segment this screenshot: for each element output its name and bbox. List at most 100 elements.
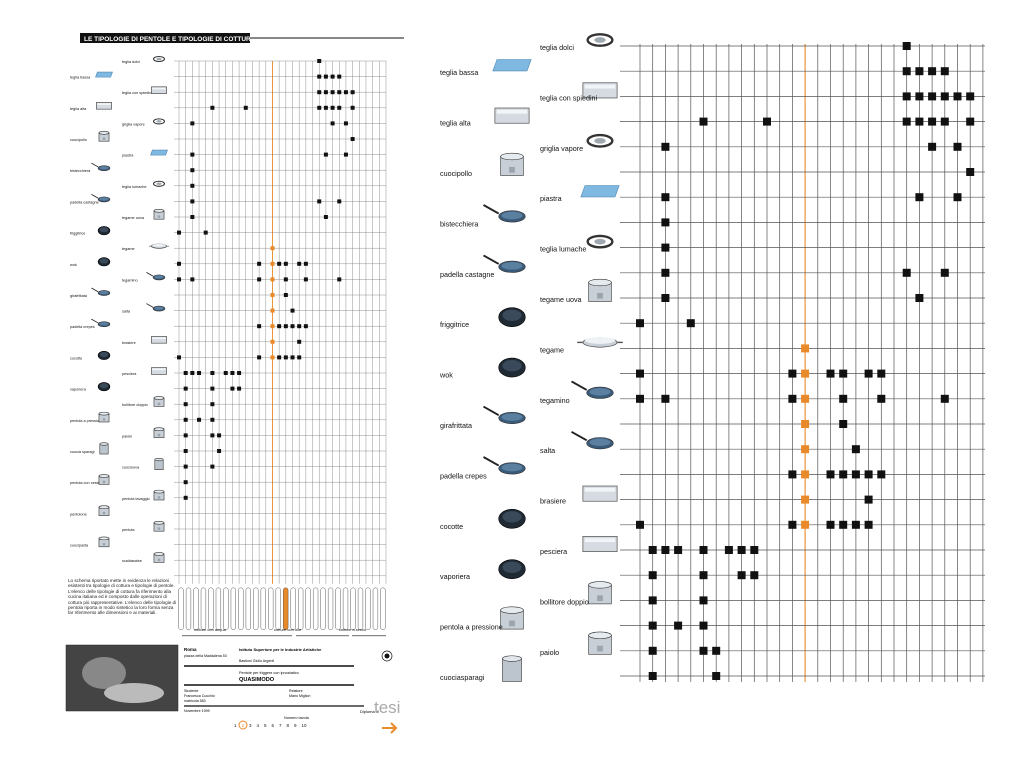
left-marker [337,90,342,95]
left-pot-label: pentola a pressione [70,419,103,423]
left-pot-label: cuocipasta [70,544,89,548]
right-marker [763,117,771,126]
left-marker [217,449,222,453]
left-marker [257,261,262,266]
left-marker [210,371,215,375]
left-marker [343,90,348,95]
left-cooking-column [260,587,266,630]
right-pot-icon [588,581,612,605]
right-pot-label: teglia lumache [540,245,586,254]
left-marker [330,90,335,95]
left-pot-label: wok [70,263,77,267]
right-marker [661,546,670,554]
left-marker [323,90,328,95]
right-pot-label: tegame [540,345,564,354]
right-marker [674,621,683,630]
left-pot-icon [91,318,111,328]
left-marker [270,355,275,360]
left-pot-icon [148,243,170,249]
left-marker [283,324,288,329]
left-marker [350,90,355,95]
left-marker [183,495,188,500]
left-pot-label: cuocia sparagi [70,450,95,454]
footer-prof-label: Relatore [289,689,303,693]
right-pot-label: cuociasparagi [440,673,485,682]
left-pot-icon [98,536,110,548]
right-pot-label: pentola a pressione [440,623,503,632]
right-marker [801,470,810,479]
left-marker [210,433,215,438]
page-number[interactable]: 8 [287,723,290,728]
right-marker [864,495,873,504]
right-marker [686,319,695,328]
footer-tavola-label: Numero tavola [284,716,310,720]
right-pot-label: bollitore doppio [540,597,589,606]
left-pot-label: vaporiera [70,388,87,392]
right-marker [750,546,759,554]
left-cooking-column [305,587,311,630]
right-marker [661,243,670,252]
right-pot-label: griglia vapore [540,144,583,153]
right-pot-label: friggitrice [440,320,469,329]
right-marker [915,117,924,126]
right-pot-icon [582,485,618,502]
left-marker [297,324,302,329]
left-marker [177,230,181,235]
left-cooking-column [268,587,274,630]
right-marker [966,168,975,176]
left-marker [337,199,342,204]
right-marker [661,142,670,151]
right-marker [699,546,708,554]
page-number[interactable]: 5 [264,723,267,728]
left-pot-icon [97,350,111,360]
right-marker [648,621,657,630]
left-marker [210,417,215,422]
left-pot-icon [97,257,111,267]
left-marker [297,261,302,266]
left-marker [290,355,295,360]
left-pot-label: pesciera [122,372,137,376]
right-pot-icon [586,133,614,148]
right-marker [839,470,848,479]
footer-institute-sub: Bastioni Giulio Argenti [239,659,274,663]
group-label-oil: cotture con olio [274,627,302,632]
left-cooking-column [275,587,281,630]
page-number[interactable]: 7 [279,723,282,728]
page-number[interactable]: 6 [272,723,275,728]
right-marker [801,394,810,403]
left-cooking-column [365,587,371,630]
right-marker [877,369,886,378]
left-pot-icon [146,271,166,281]
page-number[interactable]: 2 [242,723,245,728]
right-marker [928,92,937,101]
left-marker [350,105,355,110]
left-marker [197,417,202,422]
left-cooking-column [223,587,229,630]
page-number[interactable]: 1 [234,723,237,728]
left-marker [177,261,181,266]
left-pot-label: tegame uova [122,216,145,220]
right-pot-icon [500,152,524,176]
left-pot-label: cocotte [70,356,82,360]
page-number[interactable]: 3 [249,723,252,728]
right-marker [826,520,835,529]
right-marker [750,571,759,580]
right-marker [712,646,721,655]
right-marker [699,117,708,126]
page-number[interactable]: 10 [302,723,308,728]
next-arrow-icon[interactable] [382,722,398,734]
right-marker [801,520,810,529]
right-marker [953,142,962,151]
page-number[interactable]: 9 [294,723,297,728]
left-cooking-column [290,587,296,630]
left-cooking-columns [178,587,386,637]
right-marker [788,520,797,529]
left-pot-icon [91,193,111,203]
left-marker [183,480,188,485]
group-label-dry: cotture a secco [339,627,367,632]
left-marker [323,105,328,110]
right-marker [801,369,810,378]
left-marker [190,371,195,375]
page-number[interactable]: 4 [257,723,260,728]
